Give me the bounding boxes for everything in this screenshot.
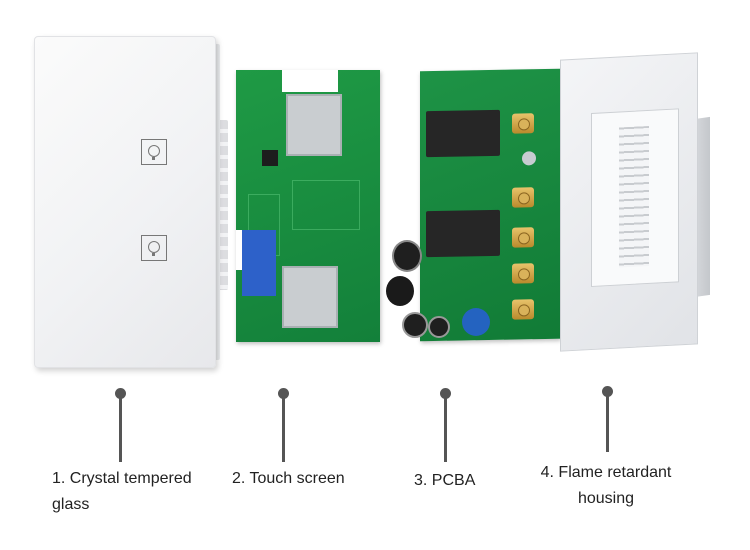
screw-terminal	[512, 299, 534, 320]
blue-capacitor	[462, 308, 490, 336]
inductor	[386, 276, 414, 306]
pointer-line-4	[606, 394, 609, 452]
touch-pad-2	[282, 266, 338, 328]
crystal-glass-panel	[34, 36, 216, 368]
pointer-dot-1	[115, 388, 126, 399]
touch-screen-pcb	[236, 70, 380, 342]
pointer-line-3	[444, 396, 447, 462]
screw-terminal	[512, 113, 534, 134]
bulb-touch-icon	[141, 139, 167, 165]
ic-chip	[262, 150, 278, 166]
screw-terminal	[512, 187, 534, 208]
touch-pad-1	[286, 94, 342, 156]
pointer-dot-4	[602, 386, 613, 397]
pointer-line-2	[282, 396, 285, 462]
capacitor	[428, 316, 450, 338]
relay-2	[426, 209, 500, 258]
housing-vent-slots	[619, 125, 649, 268]
relay-1	[426, 109, 500, 158]
screw-terminal	[512, 227, 534, 248]
wifi-module	[242, 230, 276, 296]
capacitor	[392, 240, 422, 272]
flame-retardant-housing	[560, 52, 698, 352]
label-housing: 4. Flame retardant housing	[540, 464, 672, 507]
pointer-dot-2	[278, 388, 289, 399]
bulb-icon	[148, 145, 160, 157]
bulb-touch-icon	[141, 235, 167, 261]
label-touch-screen: 2. Touch screen	[232, 470, 345, 487]
pointer-line-1	[119, 396, 122, 462]
capacitor	[402, 312, 428, 338]
label-glass: 1. Crystal tempered glass	[52, 470, 192, 513]
pcba-board	[420, 68, 560, 342]
pointer-dot-3	[440, 388, 451, 399]
screw-terminal	[512, 263, 534, 284]
label-pcba: 3. PCBA	[414, 472, 476, 489]
bulb-icon	[148, 241, 160, 253]
